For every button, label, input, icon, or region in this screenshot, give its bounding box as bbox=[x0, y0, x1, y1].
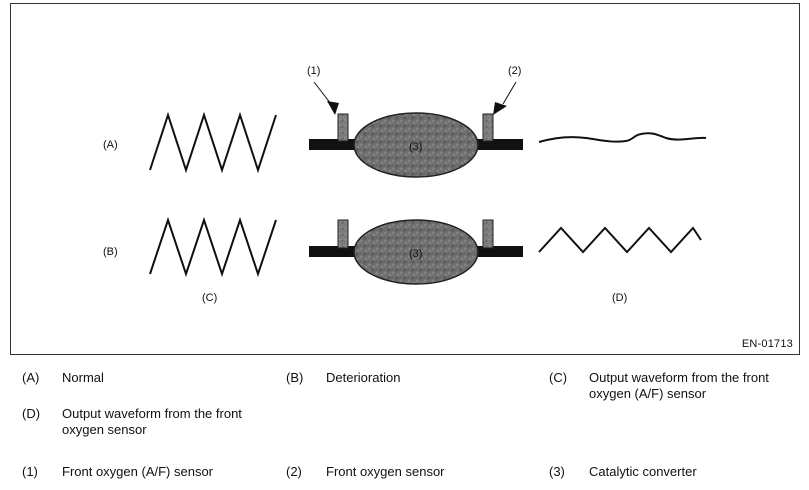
legend-text: Deterioration bbox=[326, 370, 401, 385]
figure-id: EN-01713 bbox=[741, 338, 793, 350]
legend-key: (A) bbox=[22, 370, 40, 385]
diagram-figure: (A) (B) (3) (1) (2) (3) (C) (D) EN bbox=[10, 3, 800, 355]
converter-label-a: (3) bbox=[409, 141, 422, 153]
legend-text: Catalytic converter bbox=[589, 464, 697, 479]
catalytic-converter-b bbox=[353, 219, 479, 285]
waveform-c-normal bbox=[149, 111, 277, 174]
sensor-2-body-b bbox=[482, 219, 494, 249]
waveform-d-normal bbox=[538, 132, 707, 143]
waveform-c-deterioration bbox=[149, 216, 277, 278]
column-label-c: (C) bbox=[202, 292, 217, 304]
legend-text: Normal bbox=[62, 370, 104, 385]
catalytic-converter-a bbox=[353, 112, 479, 178]
legend-text: Front oxygen (A/F) sensor bbox=[62, 464, 213, 479]
callout-2-leader bbox=[502, 81, 517, 105]
column-label-d: (D) bbox=[612, 292, 627, 304]
converter-label-b: (3) bbox=[409, 248, 422, 260]
legend-text: Front oxygen sensor bbox=[326, 464, 445, 479]
sensor-1-body bbox=[337, 113, 349, 142]
legend-text: Output waveform from the front oxygen se… bbox=[62, 406, 242, 437]
callout-1-leader bbox=[313, 81, 332, 105]
sensor-1-body-b bbox=[337, 219, 349, 249]
diagram-canvas: (A) (B) (3) (1) (2) (3) (C) (D) bbox=[103, 65, 707, 304]
legend-key: (C) bbox=[549, 370, 568, 385]
legend-text: Output waveform from the front oxygen (A… bbox=[589, 370, 769, 401]
callout-1-label: (1) bbox=[307, 65, 320, 77]
legend-key: (D) bbox=[22, 406, 41, 421]
row-label-a: (A) bbox=[103, 139, 118, 151]
row-label-b: (B) bbox=[103, 246, 118, 258]
callout-1-arrowhead bbox=[327, 101, 339, 115]
callout-2-label: (2) bbox=[508, 65, 521, 77]
legend-key: (1) bbox=[22, 464, 38, 479]
sensor-2-body bbox=[482, 113, 494, 142]
waveform-d-deterioration bbox=[538, 226, 702, 254]
callout-2-arrowhead bbox=[493, 102, 507, 115]
legend-key: (2) bbox=[286, 464, 302, 479]
legend-key: (3) bbox=[549, 464, 565, 479]
legend-key: (B) bbox=[286, 370, 304, 385]
